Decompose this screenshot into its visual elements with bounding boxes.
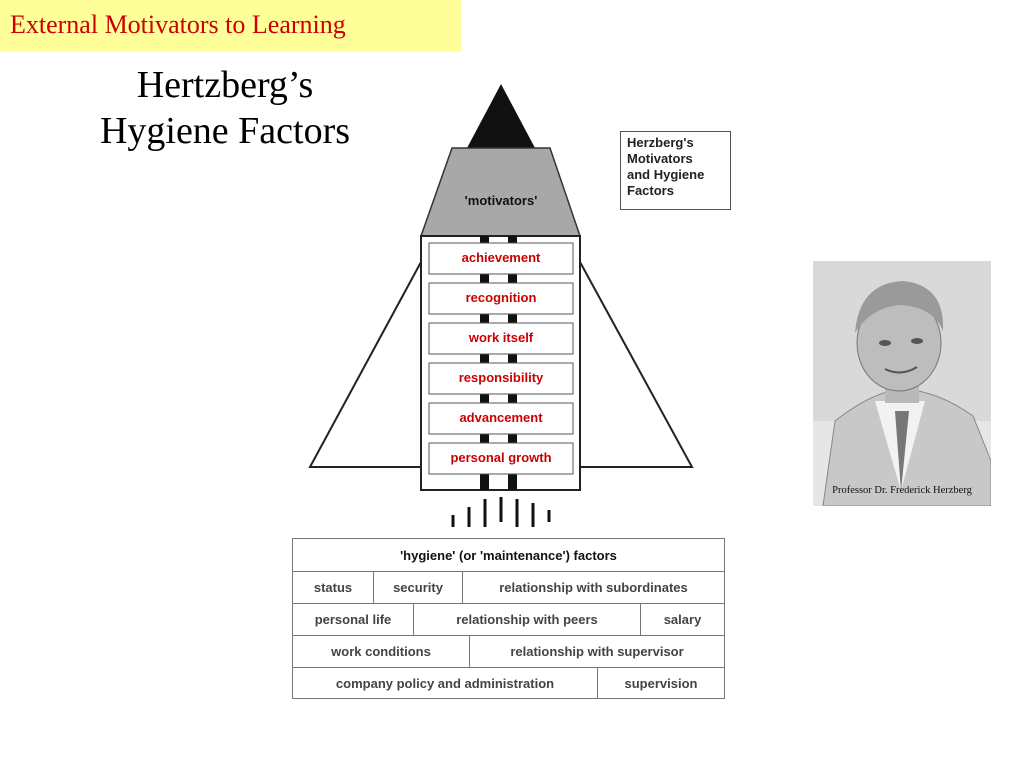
motivator-item: advancement xyxy=(428,402,574,435)
hygiene-cell: personal life xyxy=(314,612,392,627)
motivator-item: work itself xyxy=(428,322,574,355)
rocket-nose xyxy=(467,84,535,148)
slide-title-line-2: Hygiene Factors xyxy=(99,110,351,152)
hygiene-cell: status xyxy=(313,580,353,595)
left-fin xyxy=(308,261,422,468)
legend-line: Factors xyxy=(627,183,674,198)
motivator-label: recognition xyxy=(466,290,537,305)
hygiene-header-row: 'hygiene' (or 'maintenance') factors xyxy=(293,539,724,571)
motivator-item: responsibility xyxy=(428,362,574,395)
banner-text: External Motivators to Learning xyxy=(10,10,346,39)
motivators-cap xyxy=(419,147,582,237)
exhaust-lines xyxy=(451,497,551,527)
hygiene-row: company policy and administration superv… xyxy=(293,667,724,699)
hygiene-factors-table: 'hygiene' (or 'maintenance') factors sta… xyxy=(292,538,725,699)
herzberg-photo: Professor Dr. Frederick Herzberg xyxy=(813,261,991,506)
motivator-label: advancement xyxy=(459,410,543,425)
motivators-label: 'motivators' xyxy=(465,193,538,208)
legend-line: Motivators xyxy=(627,151,693,166)
motivator-label: responsibility xyxy=(459,370,544,385)
motivator-item: recognition xyxy=(428,282,574,315)
portrait-image xyxy=(813,261,991,506)
hygiene-row: personal life relationship with peers sa… xyxy=(293,603,724,635)
hygiene-cell: company policy and administration xyxy=(335,676,555,691)
hygiene-cell: relationship with subordinates xyxy=(462,572,724,603)
hygiene-cell: work conditions xyxy=(331,644,431,659)
motivator-label: achievement xyxy=(462,250,541,265)
motivator-label: personal growth xyxy=(450,450,551,465)
diagram-legend: Herzberg's Motivators and Hygiene Factor… xyxy=(620,131,731,210)
right-fin xyxy=(579,261,694,468)
hygiene-row: work conditions relationship with superv… xyxy=(293,635,724,667)
photo-caption: Professor Dr. Frederick Herzberg xyxy=(832,485,972,496)
title-banner: External Motivators to Learning xyxy=(0,0,461,52)
motivator-item: personal growth xyxy=(428,442,574,475)
hygiene-row: status security relationship with subord… xyxy=(293,571,724,603)
slide-title-line-1: Hertzberg’s xyxy=(136,64,314,106)
motivator-label: work itself xyxy=(468,330,534,345)
hygiene-cell: salary xyxy=(640,604,724,635)
hygiene-cell: supervision xyxy=(597,668,724,699)
hygiene-cell: security xyxy=(373,572,462,603)
hygiene-header: 'hygiene' (or 'maintenance') factors xyxy=(400,547,617,563)
motivator-item: achievement xyxy=(428,242,574,275)
hygiene-cell: relationship with supervisor xyxy=(469,636,724,667)
hygiene-cell: relationship with peers xyxy=(413,604,640,635)
legend-line: Herzberg's xyxy=(627,135,694,150)
slide-title: Hertzberg’s Hygiene Factors xyxy=(52,62,398,154)
legend-line: and Hygiene xyxy=(627,167,705,182)
